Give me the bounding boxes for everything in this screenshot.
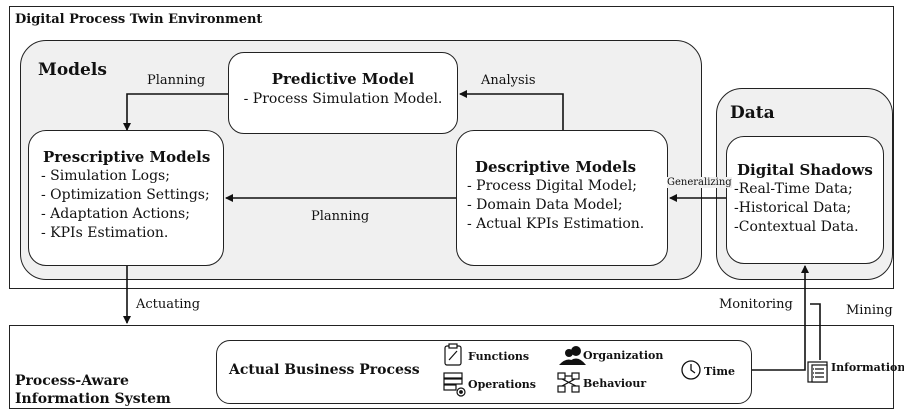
prescriptive-item-2: - Optimization Settings;	[41, 187, 210, 203]
planning-top-label: Planning	[147, 73, 206, 88]
clock-icon	[681, 360, 701, 380]
mining-arrow	[810, 303, 821, 360]
behaviour-diagram-icon	[557, 372, 580, 393]
prescriptive-item-1: - Simulation Logs;	[41, 168, 170, 184]
descriptive-item-3: - Actual KPIs Estimation.	[467, 216, 645, 232]
time-label: Time	[704, 365, 736, 378]
actual-business-process-box: Actual Business Process	[216, 340, 752, 404]
clipboard-icon	[444, 343, 462, 366]
functions-label: Functions	[468, 350, 530, 363]
actuating-label: Actuating	[136, 297, 201, 312]
document-list-icon	[807, 361, 828, 383]
organization-label: Organization	[583, 349, 664, 362]
descriptive-models-title: Descriptive Models	[475, 158, 637, 176]
analysis-label: Analysis	[481, 73, 536, 88]
generalizing-label: Generalizing	[667, 177, 732, 188]
environment-title: Digital Process Twin Environment	[15, 12, 263, 27]
analysis-arrow	[459, 90, 564, 130]
monitoring-arrow	[752, 265, 809, 371]
shadows-item-2: -Historical Data;	[734, 200, 852, 216]
planning-top-arrow	[123, 93, 228, 131]
mining-label: Mining	[846, 303, 893, 318]
descriptive-models-box: Descriptive Models - Process Digital Mod…	[456, 130, 668, 266]
digital-process-twin-environment	[9, 6, 894, 289]
server-gear-icon	[443, 372, 466, 397]
people-icon	[559, 346, 586, 365]
business-process-title: Actual Business Process	[229, 362, 420, 378]
monitoring-label: Monitoring	[719, 297, 793, 312]
prescriptive-item-3: - Adaptation Actions;	[41, 206, 190, 222]
shadows-item-1: -Real-Time Data;	[734, 181, 853, 197]
information-label: Information	[831, 361, 904, 374]
models-title: Models	[38, 60, 107, 80]
behaviour-label: Behaviour	[583, 377, 647, 390]
digital-shadows-box: Digital Shadows -Real-Time Data; -Histor…	[726, 136, 884, 264]
prescriptive-models-box: Prescriptive Models - Simulation Logs; -…	[28, 130, 224, 266]
descriptive-item-2: - Domain Data Model;	[467, 197, 623, 213]
operations-label: Operations	[468, 378, 536, 391]
data-title: Data	[730, 103, 775, 123]
predictive-model-item: - Process Simulation Model.	[243, 91, 443, 107]
prescriptive-item-4: - KPIs Estimation.	[41, 225, 169, 241]
predictive-model-box: Predictive Model - Process Simulation Mo…	[228, 52, 458, 134]
predictive-model-title: Predictive Model	[271, 70, 415, 88]
shadows-item-3: -Contextual Data.	[734, 219, 859, 235]
digital-shadows-title: Digital Shadows	[737, 161, 873, 179]
prescriptive-models-title: Prescriptive Models	[43, 148, 211, 166]
process-aware-information-system	[9, 325, 894, 409]
planning-mid-label: Planning	[311, 209, 370, 224]
pais-title-line2: Information System	[15, 391, 171, 407]
pais-title-line1: Process-Aware	[15, 373, 129, 389]
descriptive-item-1: - Process Digital Model;	[467, 178, 637, 194]
